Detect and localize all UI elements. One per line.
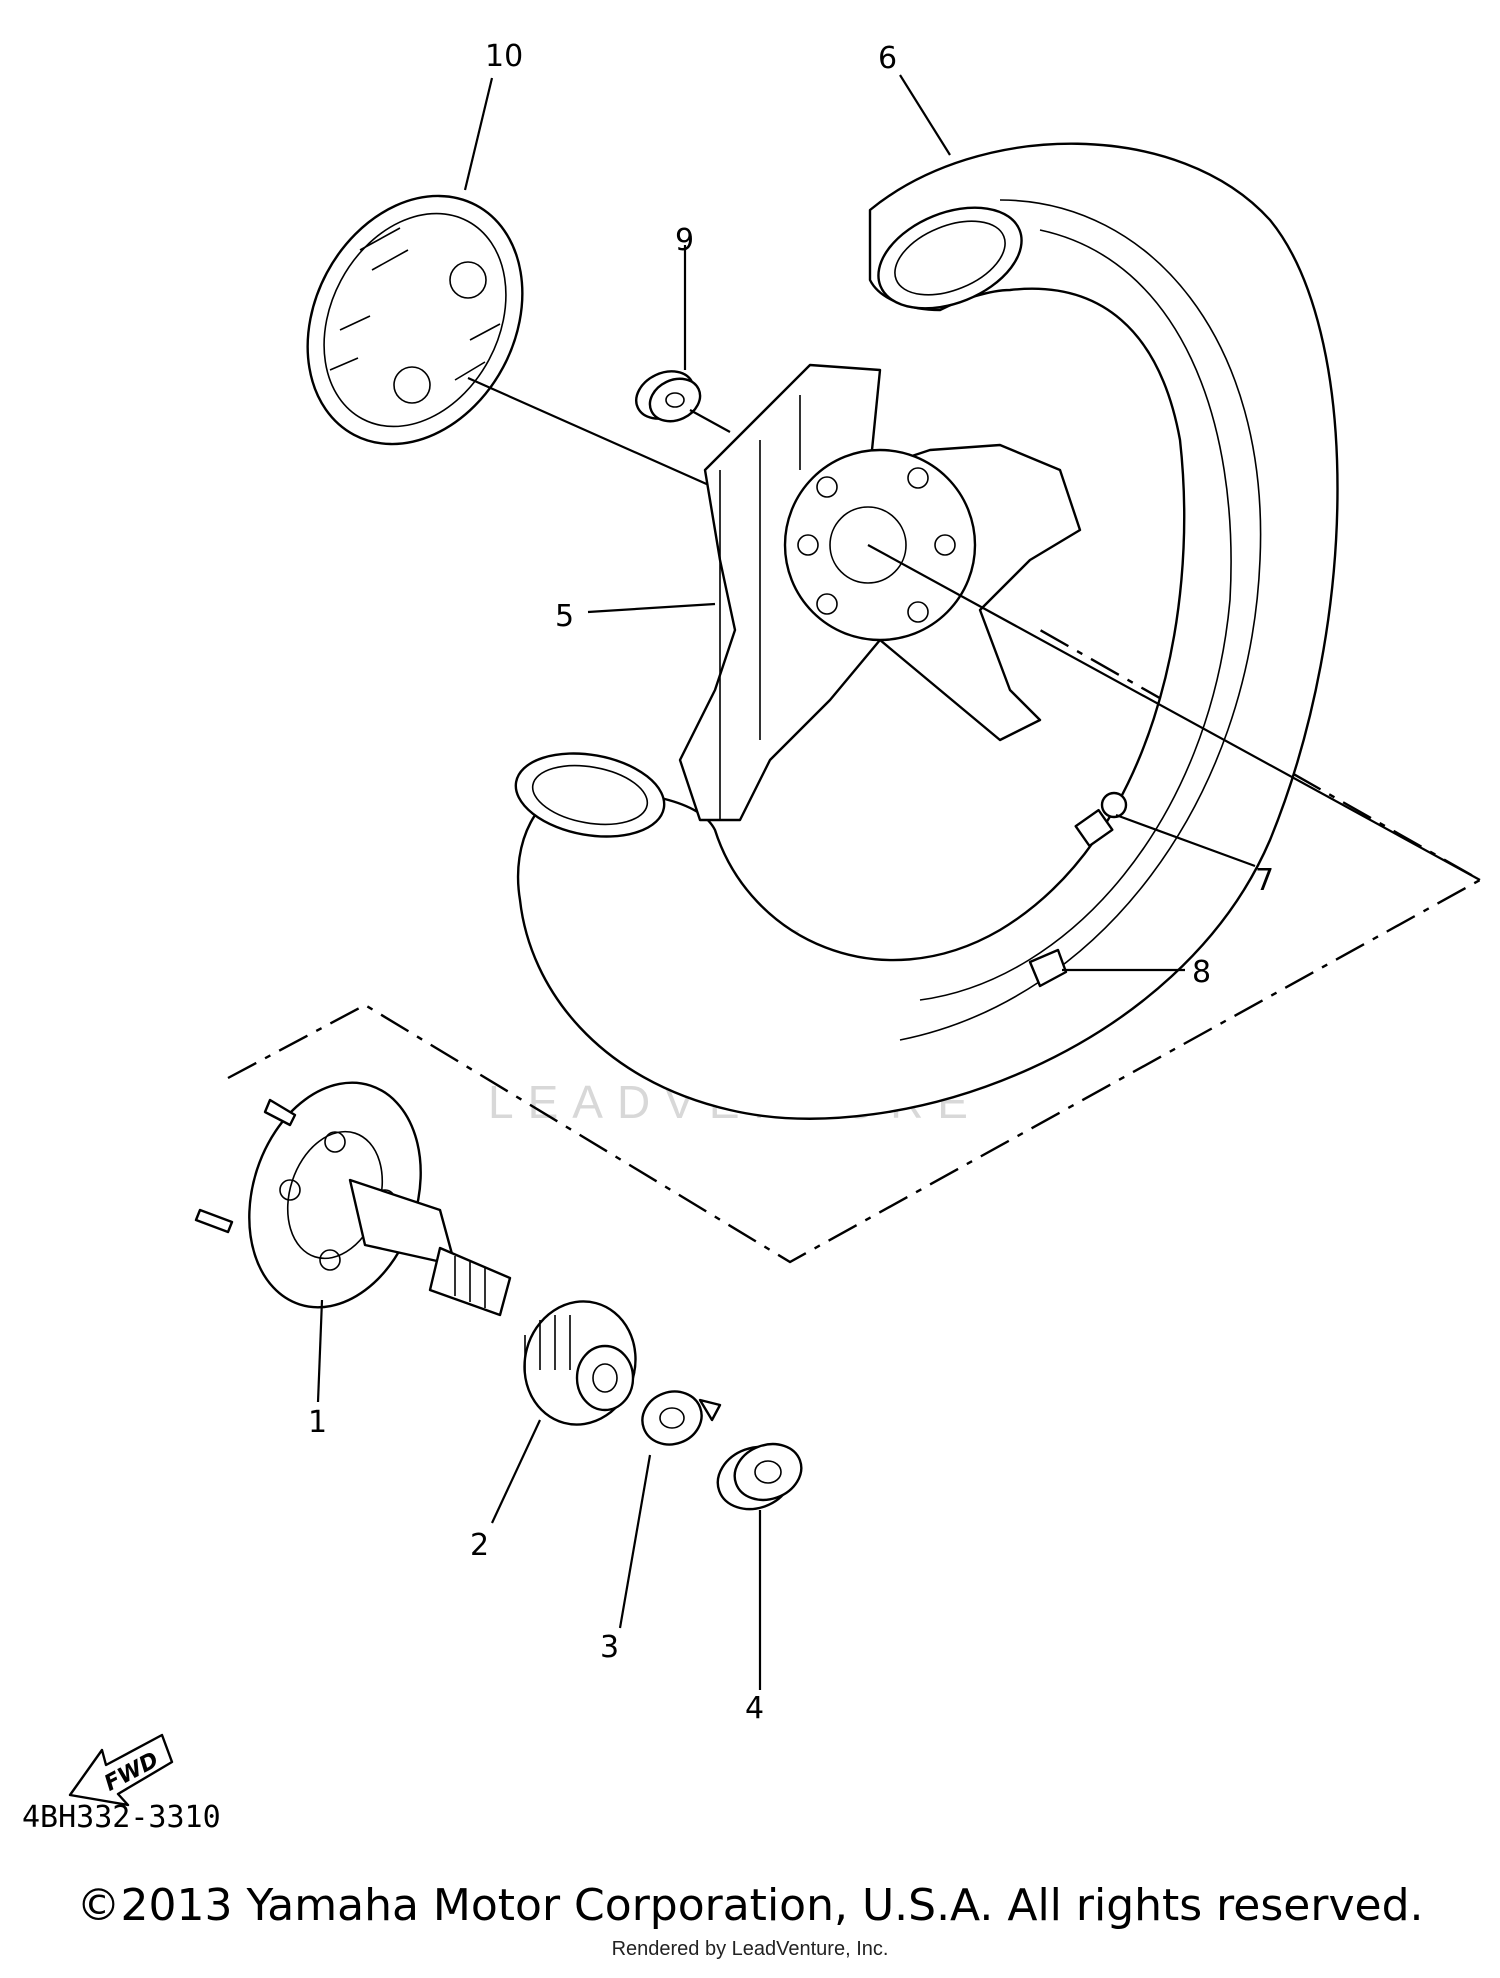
assembly-dash-line bbox=[227, 628, 1483, 1264]
fwd-arrow-icon: FWD bbox=[68, 1733, 174, 1807]
leader-7 bbox=[1115, 813, 1256, 868]
leader-10-top bbox=[463, 77, 494, 191]
leader-1 bbox=[316, 1299, 324, 1403]
part-5-rim[interactable] bbox=[678, 363, 1082, 822]
part-2-gear[interactable] bbox=[511, 1289, 649, 1437]
leader-6 bbox=[899, 74, 951, 156]
leader-2 bbox=[491, 1419, 541, 1524]
callout-2: 2 bbox=[470, 1528, 489, 1563]
leader-10 bbox=[467, 376, 721, 492]
part-8-balance-weight[interactable] bbox=[1028, 948, 1068, 988]
copyright-notice: ©2013 Yamaha Motor Corporation, U.S.A. A… bbox=[76, 1880, 1424, 1931]
callout-7: 7 bbox=[1255, 863, 1274, 898]
callout-9: 9 bbox=[675, 223, 694, 258]
part-10-wheel-cover[interactable] bbox=[266, 158, 565, 481]
rendered-by-note: Rendered by LeadVenture, Inc. bbox=[611, 1938, 889, 1960]
diagram-code: 4BH332-3310 bbox=[22, 1800, 221, 1835]
leader-3 bbox=[618, 1454, 652, 1629]
leader-5 bbox=[587, 602, 716, 614]
part-3-lock-washer[interactable] bbox=[635, 1383, 722, 1452]
part-4-nut[interactable] bbox=[709, 1435, 809, 1519]
leader-9-axis bbox=[689, 409, 731, 433]
callout-1: 1 bbox=[308, 1405, 327, 1440]
callout-8: 8 bbox=[1192, 955, 1211, 990]
callout-10: 10 bbox=[485, 39, 523, 74]
part-6-tire[interactable] bbox=[509, 142, 1339, 1120]
callout-5: 5 bbox=[555, 599, 574, 634]
callout-3: 3 bbox=[600, 1630, 619, 1665]
part-9-collar[interactable] bbox=[629, 362, 708, 429]
callout-4: 4 bbox=[745, 1691, 764, 1726]
part-1-hub[interactable] bbox=[194, 1060, 512, 1329]
leader-axle-line bbox=[867, 544, 1481, 881]
callout-6: 6 bbox=[878, 41, 897, 76]
part-7-valve[interactable] bbox=[1074, 791, 1128, 848]
